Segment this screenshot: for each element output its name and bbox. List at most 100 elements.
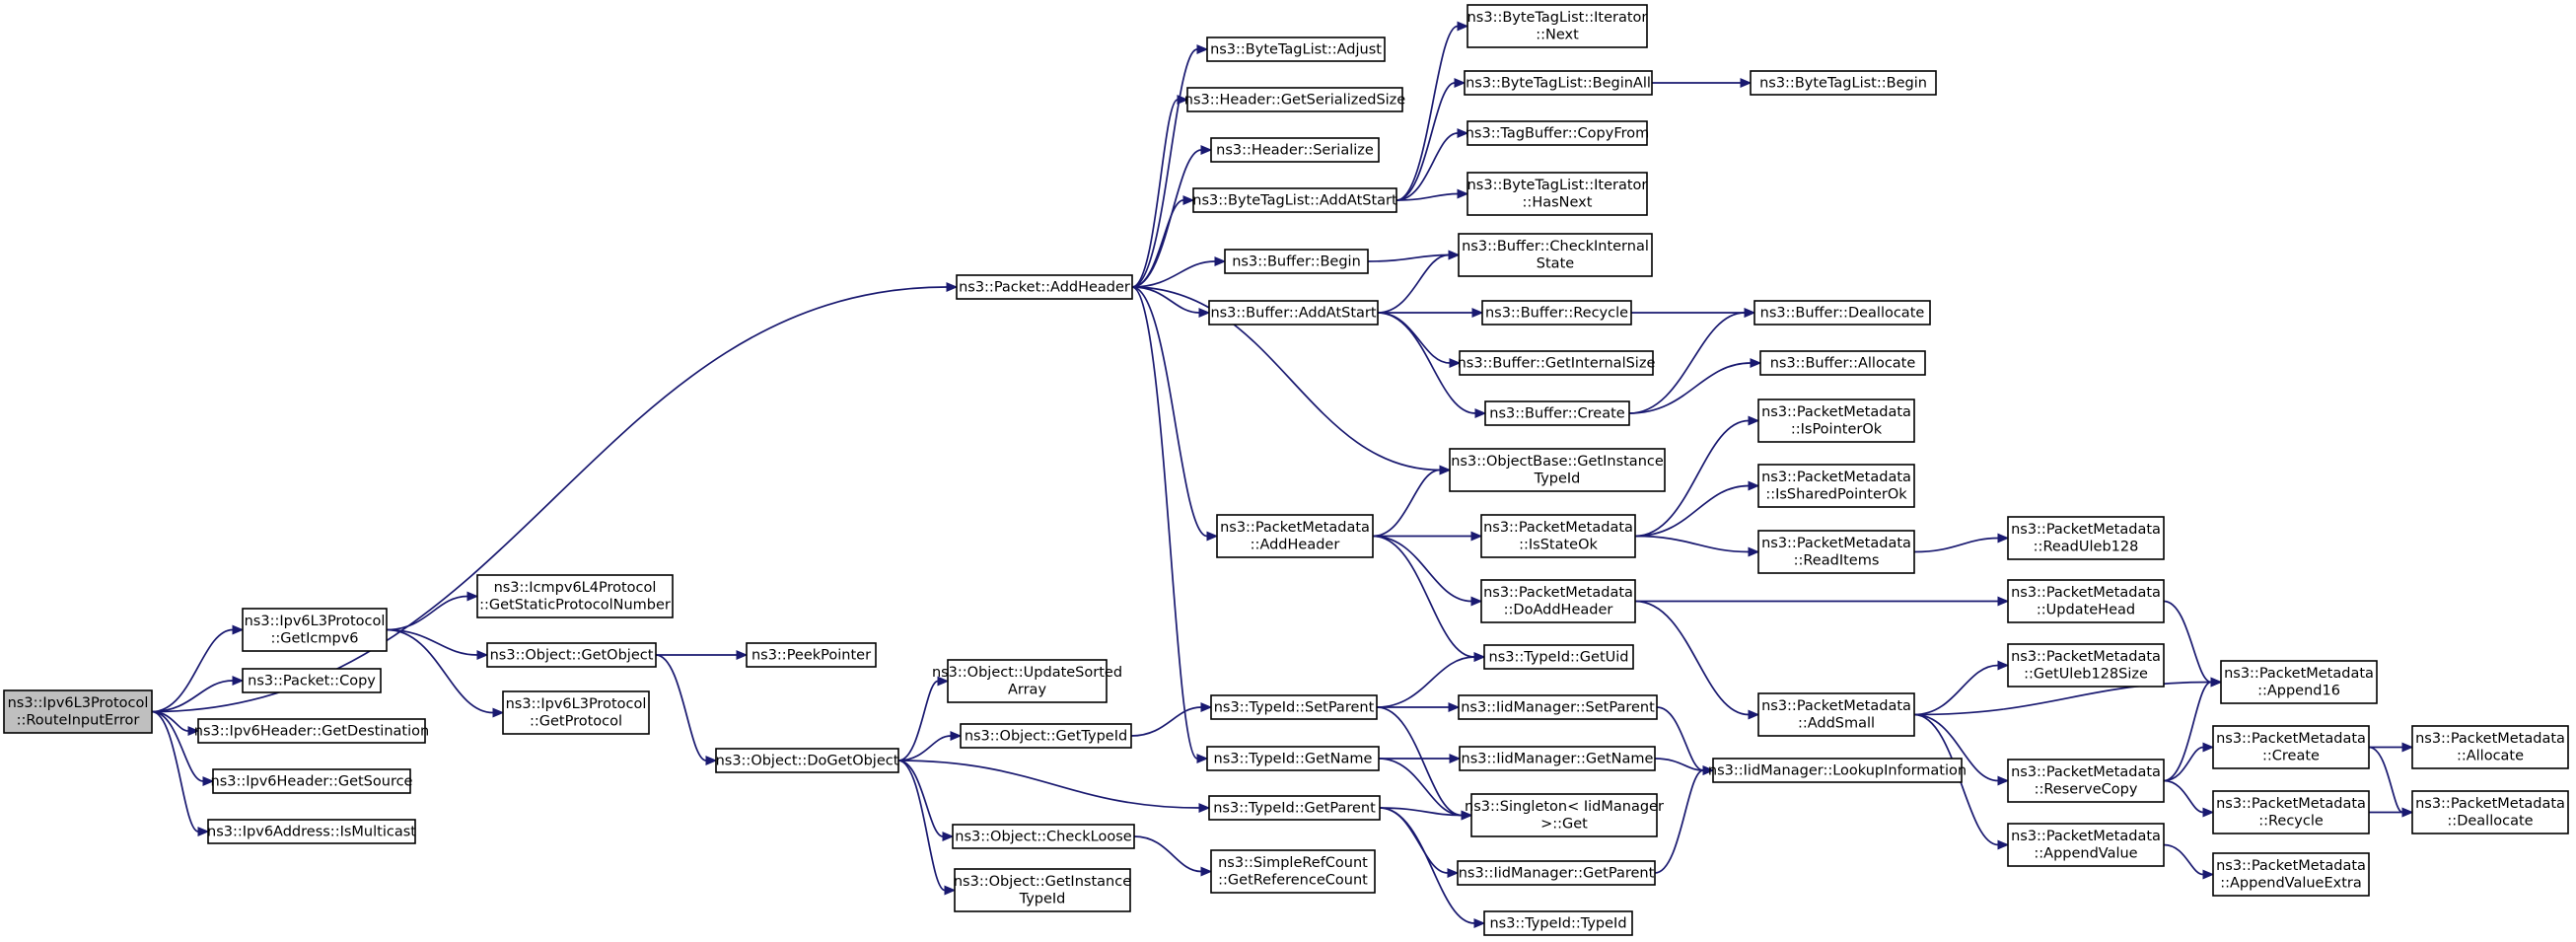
edge-pmaddheader-to-pmisstateok [1373,531,1483,542]
node-tidgetuid[interactable]: ns3::TypeId::GetUid [1483,644,1634,670]
node-pmdeallocate[interactable]: ns3::PacketMetadata::Deallocate [2411,790,2569,834]
node-iidgetparent[interactable]: ns3::IidManager::GetParent [1457,860,1656,886]
node-pmissharedptrok[interactable]: ns3::PacketMetadata::IsSharedPointerOk [1757,464,1915,508]
node-btliterhasnext[interactable]: ns3::ByteTagList::Iterator::HasNext [1467,172,1648,216]
edge-arrowhead [2202,807,2215,818]
node-label: ::AppendValueExtra [2220,876,2362,892]
node-label: ns3::ByteTagList::AddAtStart [1192,192,1397,208]
node-pmappendvalueextra[interactable]: ns3::PacketMetadata::AppendValueExtra [2212,852,2370,897]
node-box [3,689,153,734]
node-tidsetparent[interactable]: ns3::TypeId::SetParent [1210,694,1378,720]
edge-geticmpv6-to-getobject [386,628,489,660]
node-icmpstatic[interactable]: ns3::Icmpv6L4Protocol::GetStaticProtocol… [476,574,674,618]
node-pmallocate[interactable]: ns3::PacketMetadata::Allocate [2411,725,2569,769]
node-root[interactable]: ns3::Ipv6L3Protocol::RouteInputError [3,689,153,734]
node-box [1457,860,1656,886]
node-ismulticast[interactable]: ns3::Ipv6Address::IsMulticast [207,819,416,844]
node-tagbufcopyfrom[interactable]: ns3::TagBuffer::CopyFrom [1466,120,1650,146]
node-box [746,642,877,668]
edge-line [1130,706,1202,737]
node-pmgetulebsize[interactable]: ns3::PacketMetadata::GetUleb128Size [2007,643,2165,688]
node-pmreaditems[interactable]: ns3::PacketMetadata::ReadItems [1757,530,1915,574]
edge-btlbeginall-to-btlbegin [1652,78,1753,88]
node-label: ns3::Object::GetInstance [954,874,1131,890]
node-pmispointerok[interactable]: ns3::PacketMetadata::IsPointerOk [1757,399,1915,443]
node-pcopy[interactable]: ns3::Packet::Copy [242,668,382,693]
node-addheader[interactable]: ns3::Packet::AddHeader [956,274,1133,300]
node-pmcreate[interactable]: ns3::PacketMetadata::Create [2212,725,2370,769]
node-label: ns3::Ipv6L3Protocol [245,614,386,629]
edge-line [1379,807,1475,924]
edge-geticmpv6-to-icmpstatic [386,591,479,631]
node-iidlookup[interactable]: ns3::IidManager::LookupInformation [1708,758,1967,783]
node-btladjust[interactable]: ns3::ByteTagList::Adjust [1206,36,1386,62]
edge-line [1131,260,1216,288]
node-geticmpv6[interactable]: ns3::Ipv6L3Protocol::GetIcmpv6 [242,608,388,652]
edge-arrowhead [736,650,749,660]
node-getobject[interactable]: ns3::Object::GetObject [486,642,657,668]
node-bufdeallocate[interactable]: ns3::Buffer::Deallocate [1753,300,1931,326]
node-btladdatstart[interactable]: ns3::ByteTagList::AddAtStart [1192,187,1397,213]
node-box [715,748,899,773]
edge-line [1913,537,1999,553]
node-hdrserialize[interactable]: ns3::Header::Serialize [1210,137,1380,163]
node-label: ::AddSmall [1798,716,1875,732]
node-pmrecycle[interactable]: ns3::PacketMetadata::Recycle [2212,790,2370,834]
node-bufaddatstart[interactable]: ns3::Buffer::AddAtStart [1208,300,1379,326]
node-pmaddsmall[interactable]: ns3::PacketMetadata::AddSmall [1757,692,1915,737]
node-label: ns3::PacketMetadata [1761,470,1911,485]
node-bufallocate[interactable]: ns3::Buffer::Allocate [1759,350,1926,376]
node-hdrgetsize[interactable]: ns3::Header::GetSerializedSize [1184,87,1406,112]
node-pmisstateok[interactable]: ns3::PacketMetadata::IsStateOk [1480,514,1636,558]
node-pmappendvalue[interactable]: ns3::PacketMetadata::AppendValue [2007,823,2165,867]
node-label: ns3::Ipv6L3Protocol [506,696,647,712]
node-dogetobject[interactable]: ns3::Object::DoGetObject [715,748,899,773]
edge-pmcreate-to-pmallocate [2369,742,2414,753]
node-checkloose[interactable]: ns3::Object::CheckLoose [952,824,1135,849]
node-peekpointer[interactable]: ns3::PeekPointer [746,642,877,668]
node-pmreservecopy[interactable]: ns3::PacketMetadata::ReserveCopy [2007,759,2165,803]
node-bufcreate[interactable]: ns3::Buffer::Create [1484,400,1630,426]
node-box [1458,694,1658,720]
edge-geticmpv6-to-ipv6getprotocol [386,628,505,718]
node-label: ::AppendValue [2034,846,2137,862]
node-box [1759,350,1926,376]
node-label: ::Deallocate [2447,814,2533,830]
node-label: ns3::Buffer::Create [1489,405,1625,421]
edge-line [1379,807,1463,817]
edge-dogetobject-to-updatesorted [897,676,950,761]
node-srcgetrefcount[interactable]: ns3::SimpleRefCount::GetReferenceCount [1210,849,1376,894]
node-pmupdatehead[interactable]: ns3::PacketMetadata::UpdateHead [2007,579,2165,623]
node-btlbeginall[interactable]: ns3::ByteTagList::BeginAll [1464,70,1653,96]
edge-arrowhead [1997,660,2010,671]
node-pmaddheader[interactable]: ns3::PacketMetadata::AddHeader [1216,514,1374,558]
node-btlbegin[interactable]: ns3::ByteTagList::Begin [1750,70,1937,96]
node-getdest[interactable]: ns3::Ipv6Header::GetDestination [194,718,429,744]
node-iidsetparent[interactable]: ns3::IidManager::SetParent [1458,694,1658,720]
edge-line [897,760,946,892]
node-getsource[interactable]: ns3::Ipv6Header::GetSource [211,768,413,794]
node-pmreaduleb[interactable]: ns3::PacketMetadata::ReadUleb128 [2007,516,2165,560]
node-tidtypeid[interactable]: ns3::TypeId::TypeId [1483,910,1633,936]
node-label: ns3::Header::GetSerializedSize [1184,92,1406,108]
node-singletonget[interactable]: ns3::Singleton< IidManager>::Get [1465,793,1664,837]
node-bufgetinternalsize[interactable]: ns3::Buffer::GetInternalSize [1458,350,1656,376]
node-iidgetname[interactable]: ns3::IidManager::GetName [1459,746,1656,771]
edge-line [1654,758,1704,771]
node-label: ns3::Ipv6L3Protocol [8,695,149,711]
edge-addheader-to-btladjust [1131,44,1209,288]
node-pmdoaddheader[interactable]: ns3::PacketMetadata::DoAddHeader [1480,579,1636,623]
node-bufbegin[interactable]: ns3::Buffer::Begin [1224,249,1369,274]
node-box [1712,758,1963,783]
node-tidgetname[interactable]: ns3::TypeId::GetName [1206,746,1380,771]
node-ipv6getprotocol[interactable]: ns3::Ipv6L3Protocol::GetProtocol [502,690,650,735]
node-tidgetparent[interactable]: ns3::TypeId::GetParent [1208,795,1381,821]
node-bufrecycle[interactable]: ns3::Buffer::Recycle [1481,300,1632,326]
node-objgettypeid[interactable]: ns3::Object::GetTypeId [960,723,1132,749]
node-pmappend16[interactable]: ns3::PacketMetadata::Append16 [2220,660,2378,704]
node-btliternext[interactable]: ns3::ByteTagList::Iterator::Next [1467,4,1648,48]
